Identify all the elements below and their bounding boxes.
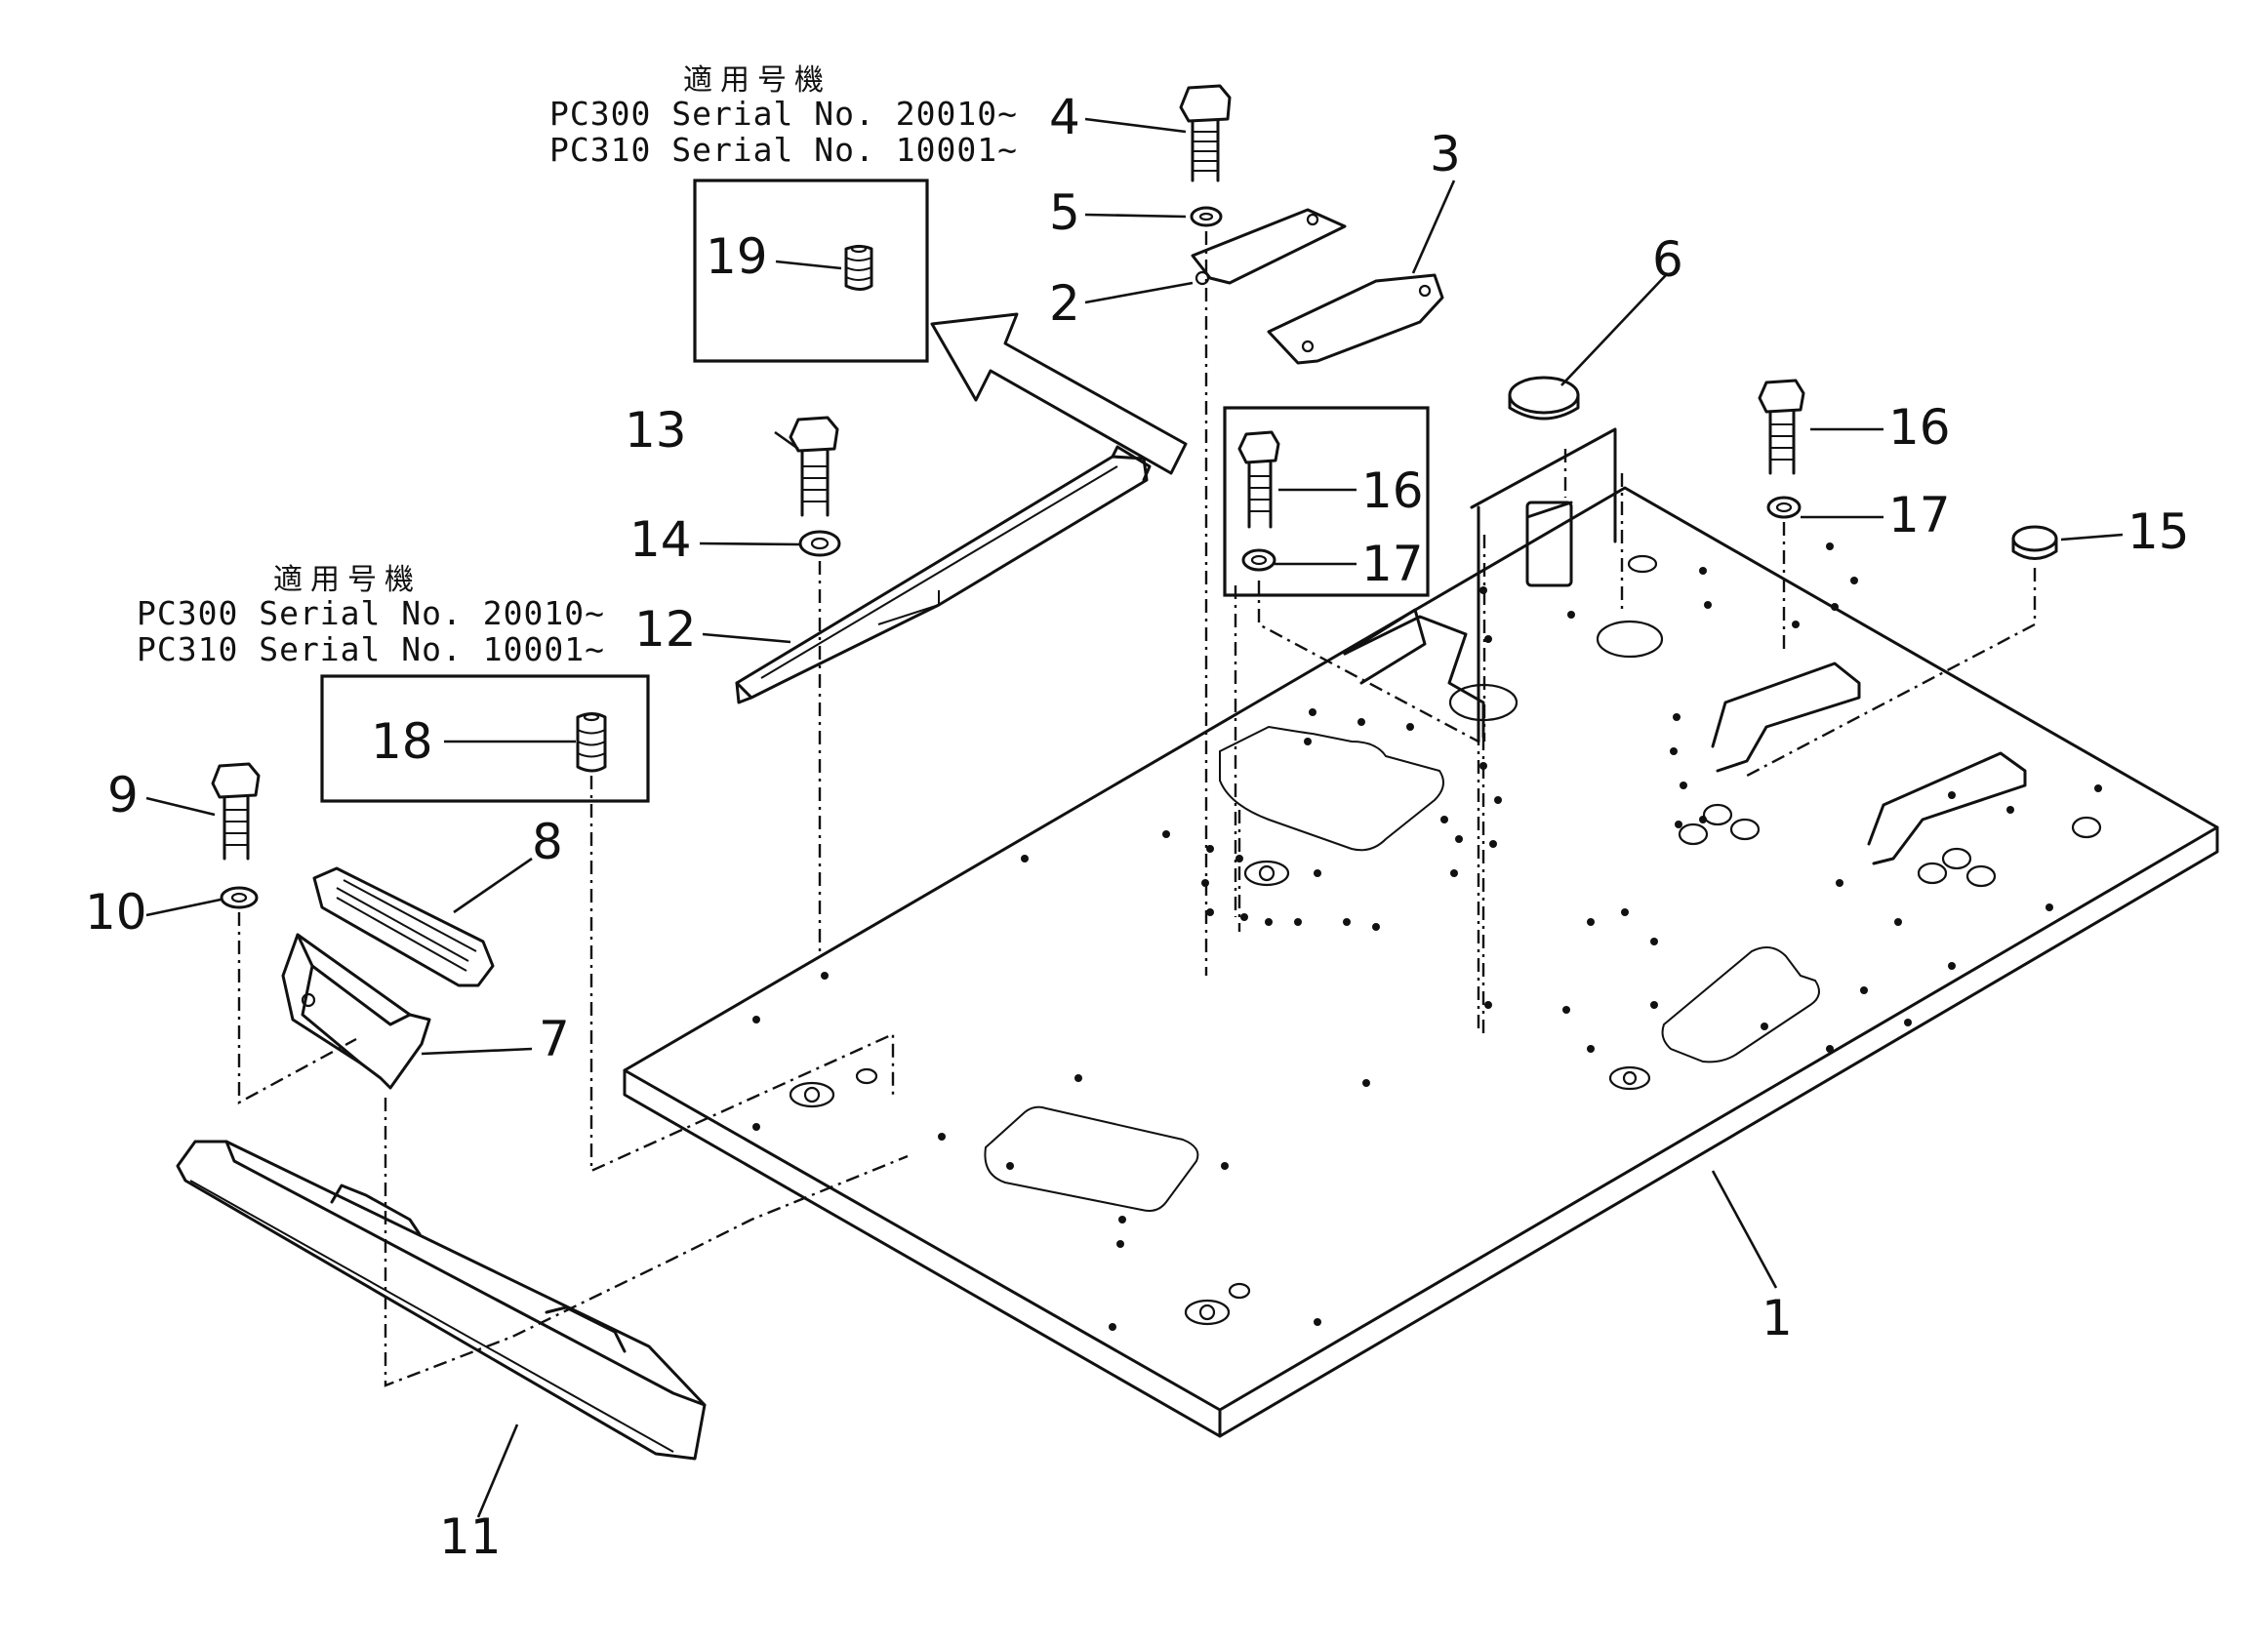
callout-17-inset: 17 — [1361, 536, 1424, 592]
serial-line: PC300 Serial No. 20010~ — [549, 95, 1018, 133]
inset-box-19 — [693, 179, 929, 363]
floor-plate — [623, 427, 2219, 1438]
callout-3: 3 — [1430, 126, 1461, 182]
washer-10 — [220, 886, 259, 909]
washer-5 — [1190, 206, 1223, 227]
bolt-16-right — [1758, 379, 1805, 475]
arrow-to-inset — [930, 312, 1188, 475]
applicability-block-19: 適用号機 PC300 Serial No. 20010~ PC310 Seria… — [549, 63, 1018, 169]
plug-6 — [1508, 376, 1580, 421]
callout-13: 13 — [625, 402, 687, 459]
callout-11: 11 — [439, 1508, 502, 1565]
callout-4: 4 — [1049, 89, 1080, 145]
washer-17-right — [1766, 496, 1802, 519]
step-rail-11 — [176, 1140, 707, 1461]
callout-1: 1 — [1762, 1290, 1793, 1346]
serial-line: PC310 Serial No. 10001~ — [137, 630, 605, 668]
callout-18: 18 — [371, 713, 433, 770]
callout-19: 19 — [706, 228, 768, 285]
callout-10: 10 — [85, 884, 147, 941]
applicability-title: 適用号機 — [273, 563, 422, 597]
callout-7: 7 — [539, 1011, 570, 1067]
bolt-9 — [211, 762, 261, 861]
cover-plate-2 — [1191, 208, 1347, 286]
callout-8: 8 — [532, 814, 563, 870]
bolt-4 — [1179, 84, 1232, 182]
callout-16-right: 16 — [1888, 399, 1951, 456]
applicability-title: 適用号機 — [683, 63, 831, 98]
serial-line: PC310 Serial No. 10001~ — [549, 131, 1018, 169]
leader-lines — [145, 117, 2124, 1518]
applicability-block-18: 適用号機 PC300 Serial No. 20010~ PC310 Seria… — [137, 563, 605, 668]
inset-box-18 — [320, 674, 650, 803]
callout-5: 5 — [1049, 184, 1080, 241]
callout-6: 6 — [1652, 231, 1683, 288]
inset-box-16-17 — [1223, 406, 1430, 597]
callout-14: 14 — [629, 511, 692, 568]
plug-15 — [2011, 525, 2058, 560]
callout-15: 15 — [2127, 503, 2190, 560]
alignment-lines — [237, 231, 2037, 1387]
callout-2: 2 — [1049, 275, 1080, 332]
serial-line: PC300 Serial No. 20010~ — [137, 594, 605, 632]
cover-plate-3 — [1267, 273, 1444, 365]
bolt-13 — [789, 416, 839, 517]
callout-labels: 1 2 3 4 5 6 7 8 9 10 11 12 13 14 15 16 1… — [85, 89, 2190, 1565]
callout-16-inset: 16 — [1361, 462, 1424, 519]
callout-17-right: 17 — [1888, 487, 1951, 543]
pedal-pad-8 — [312, 866, 495, 987]
rail-12 — [735, 445, 1152, 704]
callout-12: 12 — [634, 601, 697, 658]
pedal-bracket-7 — [281, 933, 431, 1090]
callout-9: 9 — [107, 767, 139, 823]
washer-14 — [798, 530, 841, 557]
